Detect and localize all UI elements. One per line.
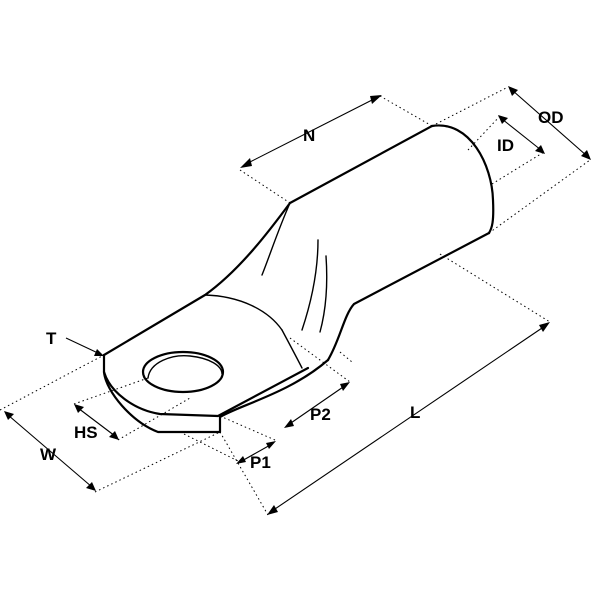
dim-od (511, 89, 588, 157)
dim-p2 (287, 384, 347, 426)
label-t: T (46, 329, 57, 348)
label-id: ID (497, 136, 514, 155)
label-l: L (410, 403, 420, 422)
label-n: N (303, 126, 315, 145)
extension-lines (0, 86, 591, 516)
dim-l (271, 325, 546, 512)
label-p1: P1 (250, 453, 271, 472)
dimension-labels: N OD ID T HS W P1 P2 L (40, 108, 564, 472)
neck-curve-2 (281, 329, 303, 369)
label-od: OD (538, 108, 564, 127)
dim-hs (77, 407, 116, 437)
neck-curve-1 (204, 294, 283, 331)
dim-p1 (239, 443, 273, 463)
mounting-hole-inner (147, 355, 223, 379)
label-w: W (40, 445, 57, 464)
neck-curve-5 (319, 255, 328, 333)
lug-body (102, 124, 495, 434)
label-p2: P2 (310, 405, 331, 424)
dim-t (65, 337, 101, 355)
barrel-bottom-edge (326, 231, 491, 362)
dimension-lines (4, 86, 591, 515)
dim-n (245, 97, 377, 165)
dim-w (7, 414, 93, 488)
barrel-end (430, 124, 495, 235)
neck-curve-4 (301, 239, 319, 331)
neck-curve-3 (261, 202, 291, 276)
mounting-hole-outer (141, 350, 225, 394)
dim-id (501, 118, 542, 151)
label-hs: HS (74, 423, 98, 442)
palm-top-edge (102, 366, 310, 418)
barrel-top-edge (102, 124, 434, 357)
